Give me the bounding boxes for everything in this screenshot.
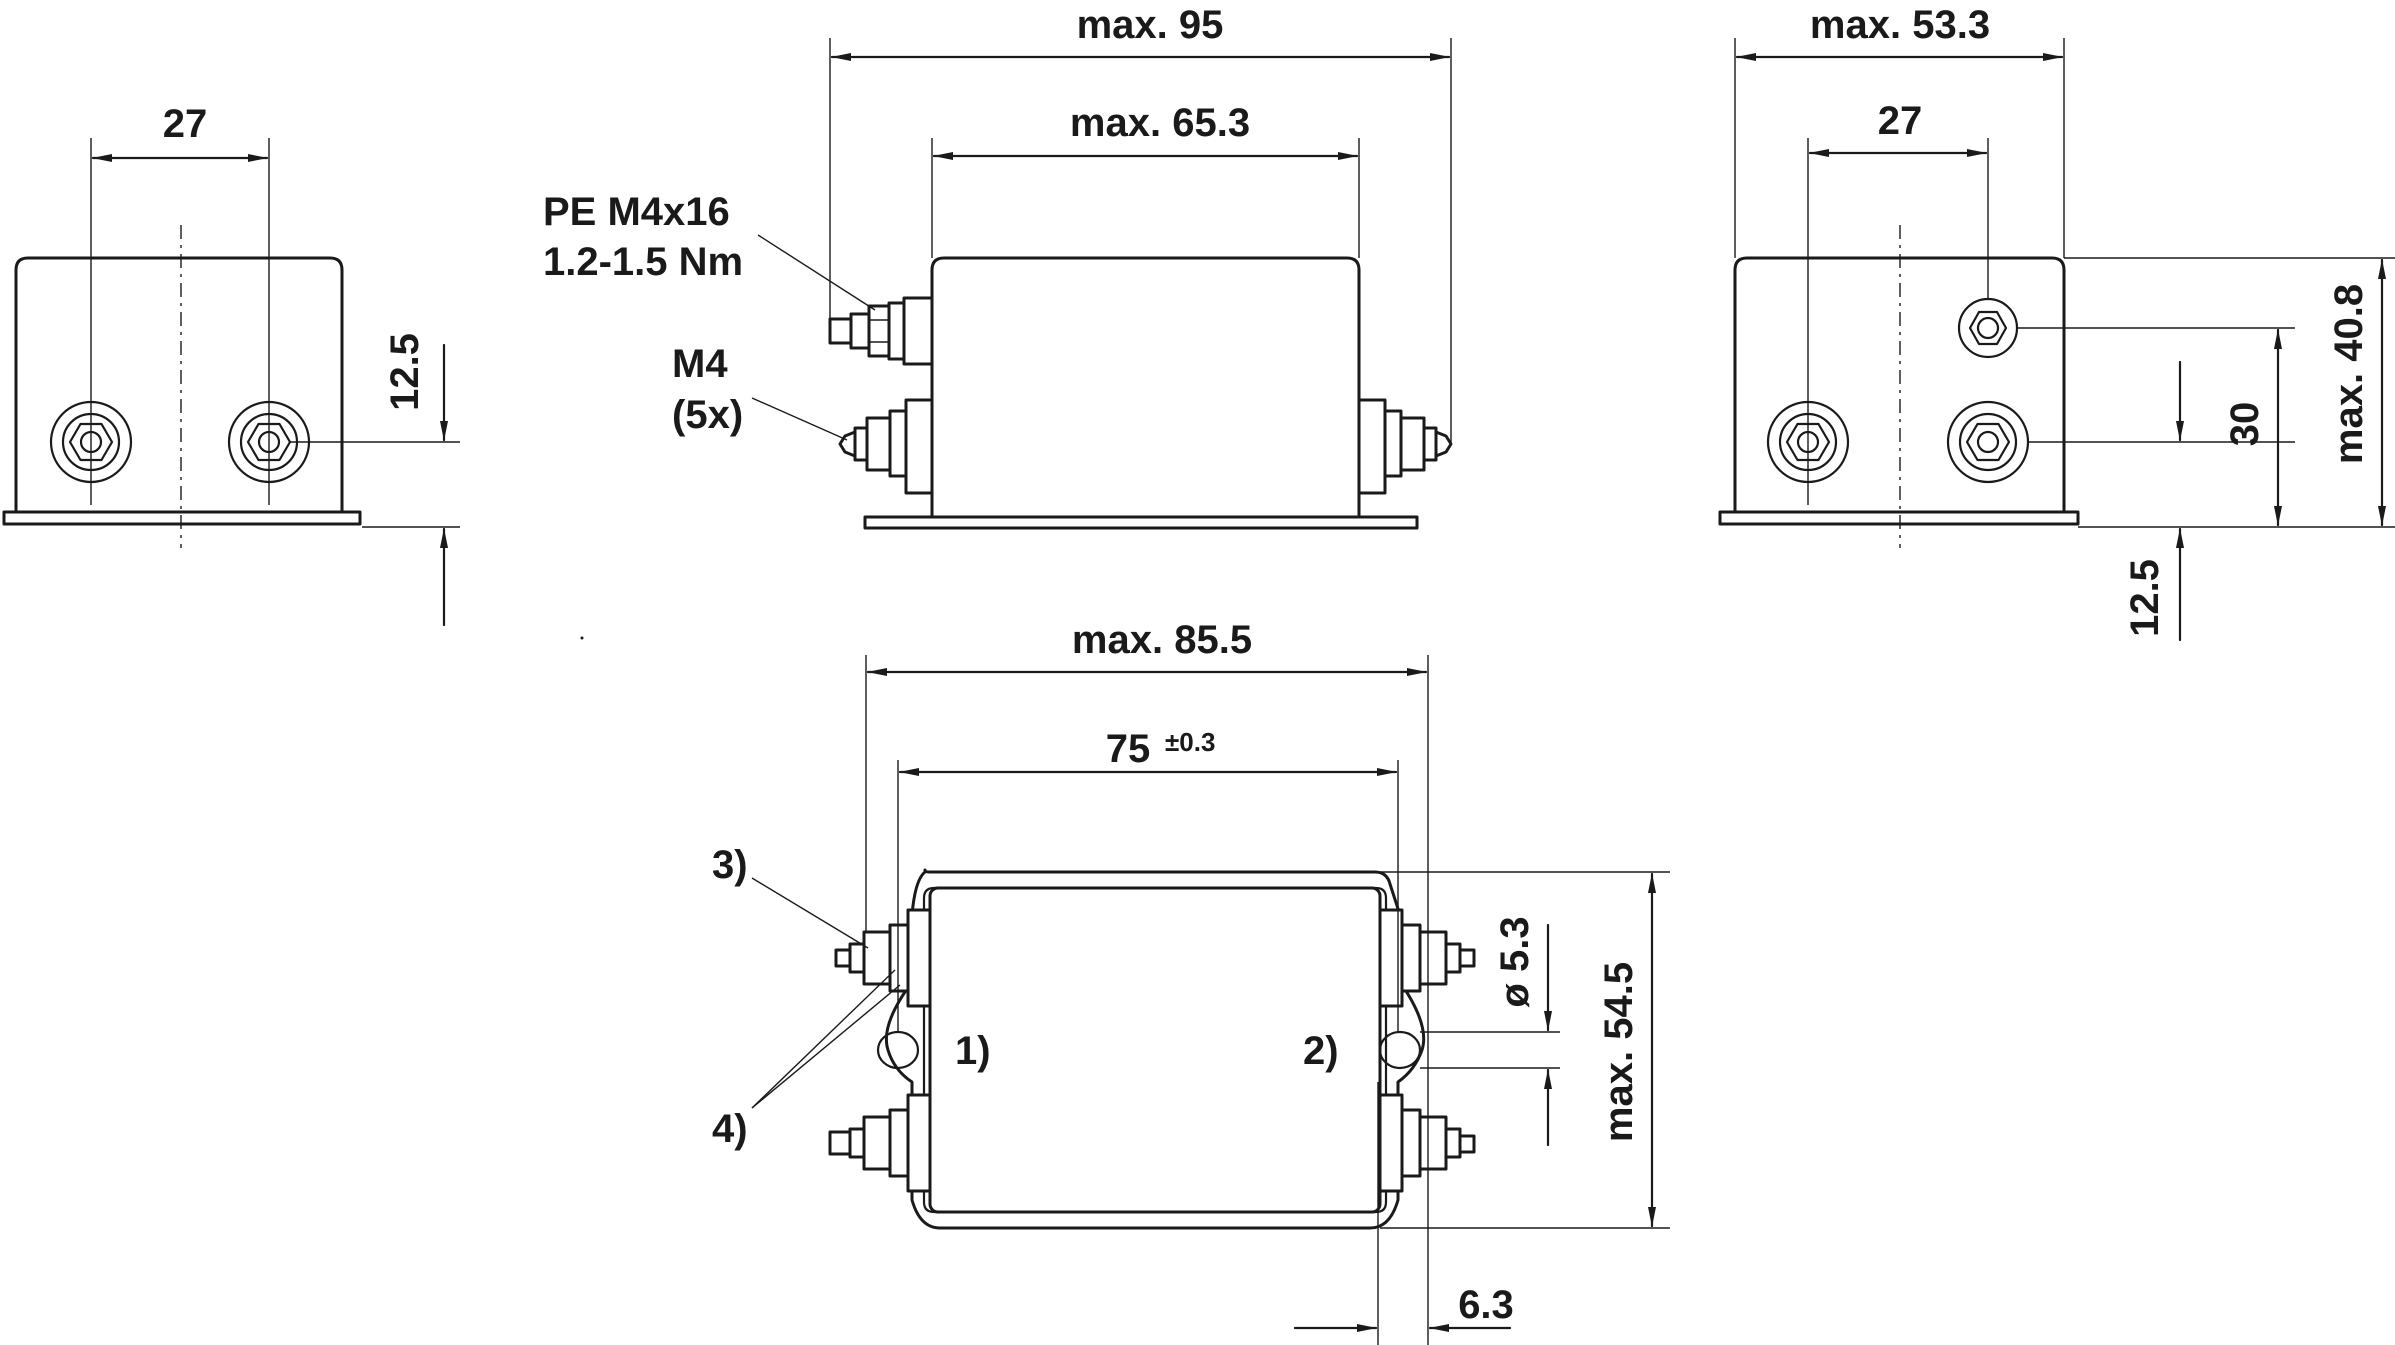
- ref-3-leader: [751, 877, 869, 949]
- ref-4-leader: [751, 969, 896, 1109]
- dim-max40-8-label: max. 40.8: [2327, 284, 2371, 464]
- top-view: max. 85.5 75 ±0.3 max. 54.5 ø 5.3 6.3 3)…: [712, 618, 1670, 1345]
- dim-12-5-right-label: 12.5: [2123, 559, 2167, 637]
- dim-75-label: 75: [1106, 727, 1151, 771]
- mounting-hole-2: [1378, 1030, 1422, 1070]
- side-view-left-terminal: [838, 398, 934, 495]
- m4-label-line2: (5x): [672, 393, 743, 437]
- side-view-mounting-plate: [863, 515, 1419, 530]
- dim-27-left-label: 27: [163, 102, 208, 146]
- top-view-left-terminal-lower: [828, 1093, 932, 1193]
- pe-label-line2: 1.2-1.5 Nm: [543, 240, 743, 284]
- stray-dot: [580, 636, 584, 640]
- m4-leader: [751, 397, 848, 441]
- dim-27-right-label: 27: [1878, 99, 1923, 143]
- dim-12-5-left-label: 12.5: [383, 333, 427, 411]
- side-view: max. 95 max. 65.3 PE M4x16 1.2-1.5 Nm M4…: [543, 3, 1453, 640]
- dim-6-3-label: 6.3: [1458, 1283, 1514, 1327]
- ref-1-label: 1): [955, 1029, 991, 1073]
- top-view-left-terminal-upper: [834, 908, 932, 1008]
- dim-max54-5-label: max. 54.5: [1597, 962, 1641, 1142]
- top-view-right-terminal-lower: [1378, 1093, 1476, 1193]
- ref-3-label: 3): [712, 843, 748, 887]
- dim-max53-3-label: max. 53.3: [1810, 3, 1990, 47]
- dim-30-label: 30: [2223, 402, 2267, 447]
- left-end-view: 27 12.5: [2, 102, 460, 627]
- dim-max85-5-label: max. 85.5: [1072, 618, 1252, 662]
- side-view-housing: [930, 256, 1361, 519]
- pe-leader: [757, 234, 876, 311]
- ref-4-label: 4): [712, 1107, 748, 1151]
- dim-max65-3-label: max. 65.3: [1070, 101, 1250, 145]
- pe-label-line1: PE M4x16: [543, 190, 730, 234]
- dim-75-tolerance: ±0.3: [1165, 727, 1215, 757]
- m4-label-line1: M4: [672, 342, 728, 386]
- dim-max95-label: max. 95: [1077, 3, 1224, 47]
- dim-dia5-3-label: ø 5.3: [1493, 916, 1537, 1007]
- top-view-right-terminal-upper: [1378, 908, 1476, 1008]
- pe-stud: [828, 296, 934, 366]
- left-view-mounting-plate: [2, 510, 362, 526]
- side-view-right-terminal: [1357, 398, 1453, 495]
- right-end-view: max. 53.3 27 30 max. 40.8 12.5: [1718, 3, 2395, 642]
- right-view-mounting-plate: [1718, 510, 2080, 526]
- ref-2-label: 2): [1303, 1029, 1339, 1073]
